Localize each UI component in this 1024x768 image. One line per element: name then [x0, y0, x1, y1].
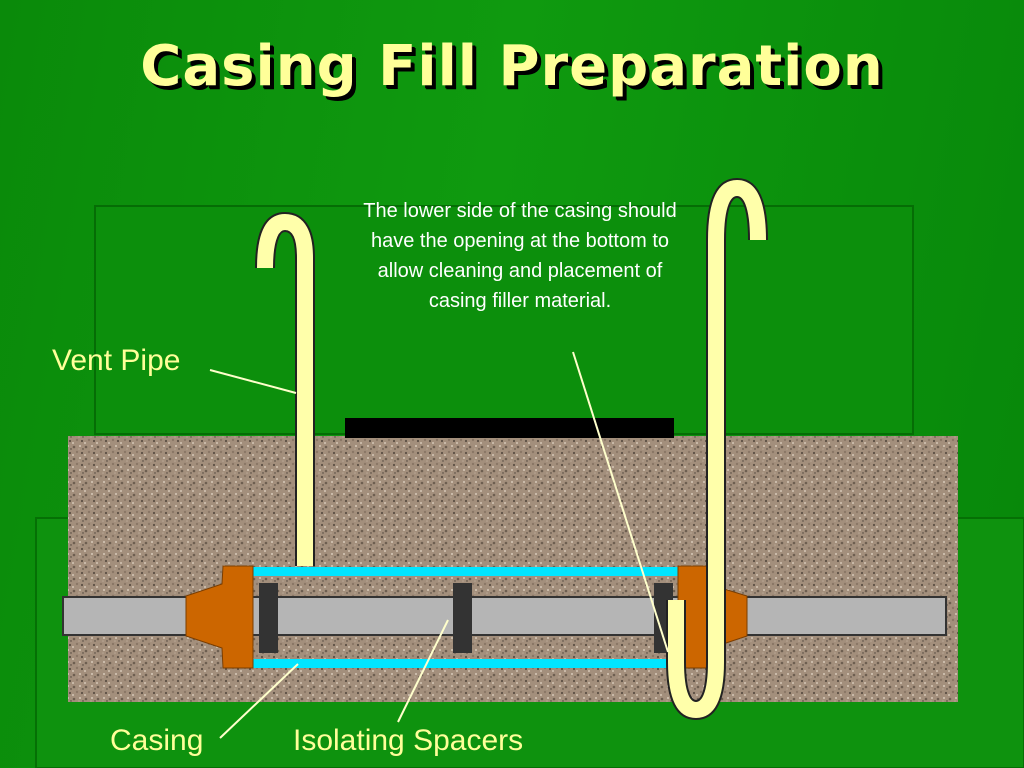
casing-top-wall: [252, 567, 682, 576]
spacers-pointer: [397, 619, 449, 723]
casing-note: The lower side of the casing should have…: [363, 200, 677, 312]
vent-pipe-left-fill: [257, 213, 313, 566]
note-pointer: [572, 351, 669, 653]
vent-pipe-label: Vent Pipe: [52, 344, 181, 377]
backdrop-panel: [94, 205, 914, 435]
casing-pointer: [219, 663, 299, 739]
vent-pipe-pointer: [209, 369, 297, 394]
vent-pipe-right-fill: [668, 179, 766, 719]
casing-bottom-wall: [252, 659, 682, 668]
isolating-spacer: [259, 583, 278, 653]
casing-label: Casing: [110, 724, 204, 757]
end-seal-left: [185, 565, 254, 669]
page-title: Casing Fill Preparation: [140, 34, 884, 99]
isolating-spacer: [453, 583, 472, 653]
road-surface: [345, 418, 674, 438]
isolating-spacers-label: Isolating Spacers: [293, 724, 524, 757]
